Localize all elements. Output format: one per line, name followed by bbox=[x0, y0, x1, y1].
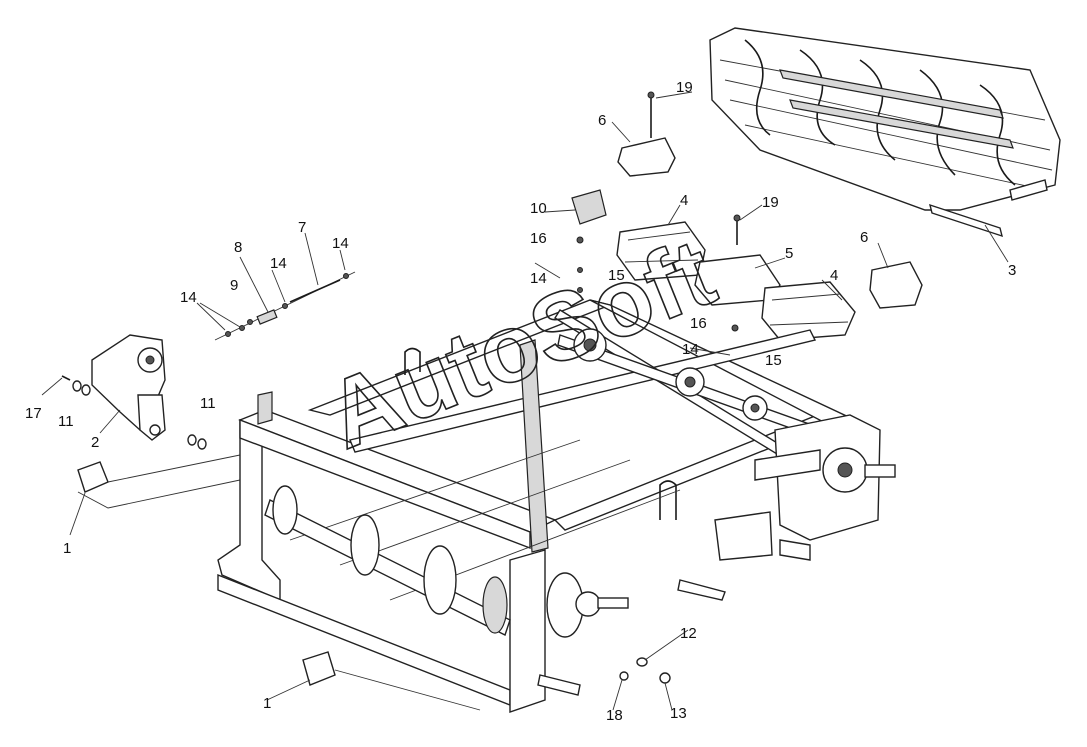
callout-11-right: 11 bbox=[200, 395, 216, 412]
callout-1-lower: 1 bbox=[263, 695, 271, 712]
callout-14-kit-mid: 14 bbox=[270, 255, 287, 272]
callout-8: 8 bbox=[234, 239, 242, 256]
drive-shaft bbox=[557, 328, 841, 446]
callout-7: 7 bbox=[298, 219, 306, 236]
callout-10: 10 bbox=[530, 200, 547, 217]
callout-14-kit-left: 14 bbox=[180, 289, 197, 306]
callout-4-left: 4 bbox=[680, 192, 688, 209]
callout-15-mid: 15 bbox=[608, 267, 625, 284]
part-7-9-shaft-kit bbox=[214, 271, 356, 341]
callout-14-mid: 14 bbox=[530, 270, 547, 287]
gear-housing-right bbox=[774, 414, 896, 541]
part-13-nut bbox=[659, 672, 671, 684]
callout-9: 9 bbox=[230, 277, 238, 294]
callout-14-kit-right: 14 bbox=[332, 235, 349, 252]
callout-11-left: 11 bbox=[58, 413, 74, 430]
part-11-washers-right bbox=[187, 434, 207, 450]
part-2-gearbox bbox=[91, 334, 166, 441]
autosoft-watermark: AutoSoft bbox=[313, 218, 729, 469]
callout-18: 18 bbox=[606, 707, 623, 724]
callout-19-right: 19 bbox=[762, 194, 779, 211]
callout-12: 12 bbox=[680, 625, 697, 642]
part-10-bracket bbox=[571, 189, 607, 225]
callout-6-right: 6 bbox=[860, 229, 868, 246]
callout-labels: 19 6 3 4 10 19 6 16 5 4 14 15 16 14 15 8… bbox=[25, 79, 1016, 724]
callout-3: 3 bbox=[1008, 262, 1016, 279]
part-6-cover-top bbox=[617, 137, 676, 177]
part-6-cover-right bbox=[869, 261, 923, 309]
callout-13: 13 bbox=[670, 705, 687, 722]
callout-19-top: 19 bbox=[676, 79, 693, 96]
leader-lines bbox=[41, 91, 1009, 711]
part-19-bolt-top bbox=[647, 91, 655, 138]
part-11-17-washers-left bbox=[61, 375, 91, 396]
callout-6-top: 6 bbox=[598, 112, 606, 129]
hub-assembly bbox=[537, 449, 821, 696]
part-3-grate-assembly bbox=[709, 27, 1061, 238]
callout-4-right: 4 bbox=[830, 267, 838, 284]
callout-15-right: 15 bbox=[765, 352, 782, 369]
callout-14-right: 14 bbox=[682, 341, 699, 358]
callout-5: 5 bbox=[785, 245, 793, 262]
callout-17: 17 bbox=[25, 405, 42, 422]
callout-1-upper: 1 bbox=[63, 540, 71, 557]
part-4-shield-right bbox=[761, 281, 856, 341]
callout-16-right: 16 bbox=[690, 315, 707, 332]
part-12-washer bbox=[636, 657, 648, 667]
part-19-bolt-right bbox=[733, 214, 741, 245]
callout-2: 2 bbox=[91, 434, 99, 451]
callout-16-top: 16 bbox=[530, 230, 547, 247]
part-18-bolt bbox=[619, 671, 629, 681]
part-1-bracket-upper bbox=[77, 454, 241, 509]
roller-shaft bbox=[264, 485, 511, 636]
part-1-bracket-lower bbox=[302, 651, 481, 711]
